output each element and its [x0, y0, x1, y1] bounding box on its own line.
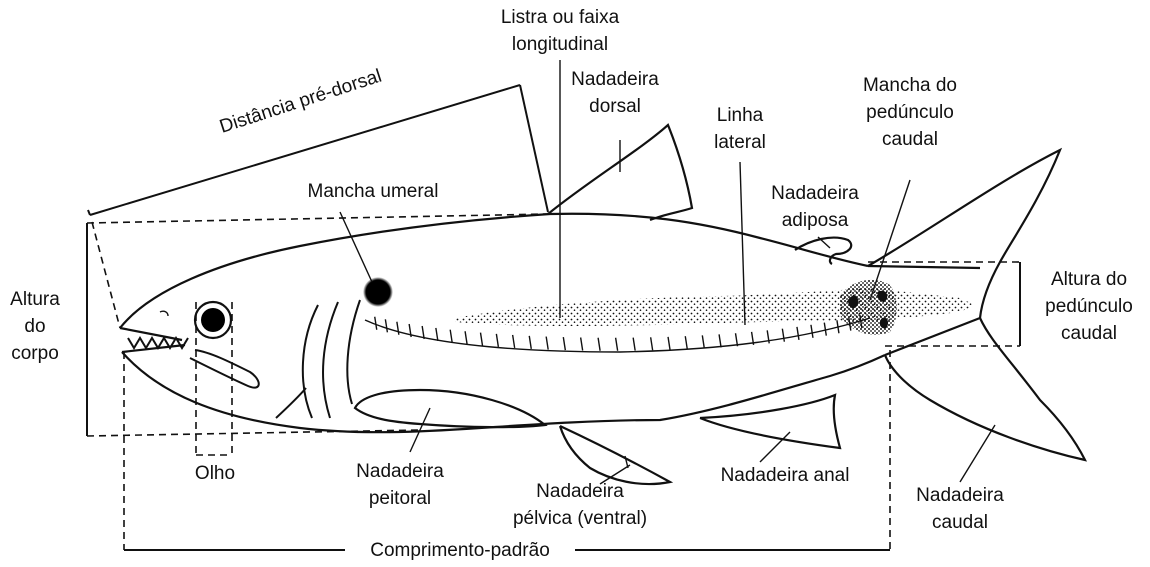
label-altura-corpo-line2: do: [0, 313, 70, 340]
lateral-line-tick: [668, 337, 670, 350]
label-adiposa-line2: adiposa: [760, 207, 870, 234]
label-anal: Nadadeira anal: [700, 462, 870, 489]
label-adiposa: Nadadeira adiposa: [760, 180, 870, 234]
label-olho-text: Olho: [180, 460, 250, 487]
lateral-line-tick: [767, 330, 769, 343]
lateral-line-tick: [598, 338, 600, 351]
humeral-spot: [363, 277, 393, 307]
label-caudal-line1: Nadadeira: [900, 482, 1020, 509]
lateral-line-tick: [797, 327, 799, 340]
label-altura-ped-line3: caudal: [1030, 320, 1148, 347]
pectoral-fin: [355, 390, 545, 427]
label-altura-ped-line1: Altura do: [1030, 266, 1148, 293]
lateral-line-tick: [782, 329, 784, 342]
opercle: [276, 300, 360, 418]
label-pelvica: Nadadeira pélvica (ventral): [485, 478, 675, 532]
label-comprimento-text: Comprimento-padrão: [345, 537, 575, 564]
eye: [195, 302, 231, 338]
label-altura-corpo-line1: Altura: [0, 286, 70, 313]
label-dorsal: Nadadeira dorsal: [560, 66, 670, 120]
label-linha-line2: lateral: [700, 129, 780, 156]
lateral-line-tick: [496, 334, 498, 347]
lateral-line-tick: [546, 337, 548, 350]
lateral-line-tick: [837, 320, 839, 333]
label-mancha-umeral-text: Mancha umeral: [298, 178, 448, 205]
longitudinal-stripe: [455, 288, 975, 326]
label-mancha-ped-line2: pedúnculo: [850, 99, 970, 126]
label-caudal: Nadadeira caudal: [900, 482, 1020, 536]
label-pelvica-line1: Nadadeira: [485, 478, 675, 505]
label-pelvica-line2: pélvica (ventral): [485, 505, 675, 532]
lateral-line-tick: [702, 335, 704, 348]
label-mancha-ped-line1: Mancha do: [850, 72, 970, 99]
lateral-line-tick: [633, 338, 635, 351]
label-anal-text: Nadadeira anal: [700, 462, 870, 489]
label-olho: Olho: [180, 460, 250, 487]
label-listra: Listra ou faixa longitudinal: [480, 4, 640, 58]
label-mancha-pedunculo: Mancha do pedúnculo caudal: [850, 72, 970, 153]
label-peitoral-line1: Nadadeira: [340, 458, 460, 485]
label-peitoral-line2: peitoral: [340, 485, 460, 512]
anal-fin: [700, 395, 840, 448]
lateral-line-tick: [481, 333, 483, 346]
lateral-line-tick: [824, 323, 826, 336]
label-mancha-ped-line3: caudal: [850, 126, 970, 153]
lateral-line-tick: [651, 337, 653, 350]
lateral-line-tick: [513, 335, 515, 348]
lateral-line-tick: [529, 336, 531, 349]
lateral-line-tick: [581, 337, 583, 350]
label-peitoral: Nadadeira peitoral: [340, 458, 460, 512]
label-dorsal-line2: dorsal: [560, 93, 670, 120]
lateral-line-tick: [811, 325, 813, 338]
label-comprimento: Comprimento-padrão: [345, 537, 575, 564]
dorsal-fin: [548, 125, 692, 220]
label-dorsal-line1: Nadadeira: [560, 66, 670, 93]
lateral-line-tick: [685, 336, 687, 349]
lateral-line-tick: [450, 330, 452, 343]
lateral-line-tick: [436, 328, 438, 341]
label-mancha-umeral: Mancha umeral: [298, 178, 448, 205]
label-adiposa-line1: Nadadeira: [760, 180, 870, 207]
label-caudal-line2: caudal: [900, 509, 1020, 536]
pelvic-fin: [560, 426, 670, 484]
lateral-line-tick: [385, 319, 387, 332]
label-altura-corpo-line3: corpo: [0, 340, 70, 367]
lateral-line-tick: [563, 337, 565, 350]
lateral-line-tick: [616, 338, 618, 351]
label-altura-pedunculo: Altura do pedúnculo caudal: [1030, 266, 1148, 347]
lateral-line-tick: [375, 317, 377, 330]
lateral-line-tick: [397, 322, 399, 335]
lateral-line-tick: [465, 331, 467, 344]
maxilla: [190, 350, 259, 388]
predorsal-measure: [88, 85, 548, 328]
lateral-line-tick: [719, 334, 721, 347]
label-linha-line1: Linha: [700, 102, 780, 129]
body-height-measure: [87, 214, 548, 436]
label-altura-corpo: Altura do corpo: [0, 286, 70, 367]
label-listra-line2: longitudinal: [480, 31, 640, 58]
label-altura-ped-line2: pedúnculo: [1030, 293, 1148, 320]
label-linha-lateral: Linha lateral: [700, 102, 780, 156]
label-listra-line1: Listra ou faixa: [480, 4, 640, 31]
peduncle-spot: [840, 280, 897, 335]
